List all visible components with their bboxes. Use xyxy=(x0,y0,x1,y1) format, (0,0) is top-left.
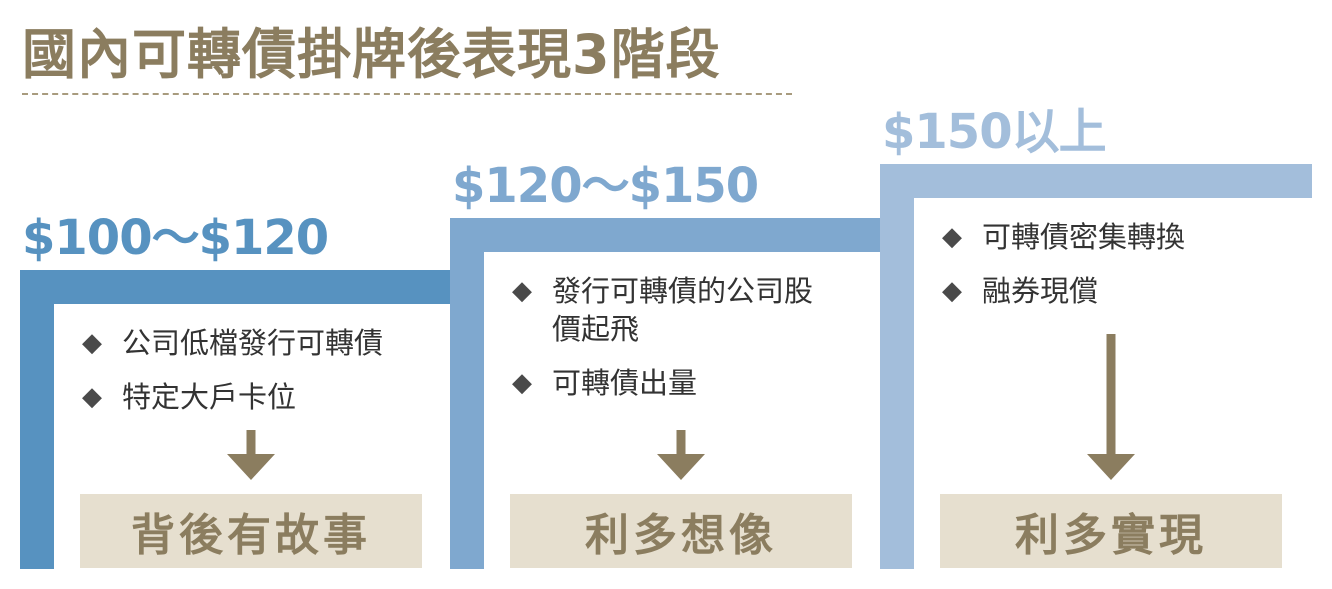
diamond-bullet-icon: ◆ xyxy=(512,368,532,398)
arrow-shaft xyxy=(676,430,686,458)
diamond-bullet-icon: ◆ xyxy=(82,382,102,412)
bullet-text: 特定大戶卡位 xyxy=(122,380,297,414)
page-title: 國內可轉債掛牌後表現3階段 xyxy=(22,23,721,86)
stage1-bracket-top-bar xyxy=(20,270,452,304)
arrow-shaft xyxy=(246,430,256,458)
list-item: ◆ 可轉債出量 xyxy=(512,356,813,410)
stage3-result-box: 利多實現 xyxy=(940,494,1282,568)
bullet-text: 可轉債出量 xyxy=(552,366,698,400)
stage2-price-label: $120～$150 xyxy=(452,158,759,214)
stage3-bracket-top-bar xyxy=(880,164,1312,198)
stage3-bracket-left-bar xyxy=(880,164,914,569)
stage2-bullet-list: ◆ 發行可轉債的公司股 價起飛 ◆ 可轉債出量 xyxy=(512,264,813,410)
stage2-step-bracket xyxy=(450,218,882,569)
stage3-price-label: $150以上 xyxy=(882,104,1107,160)
list-item: ◆ 特定大戶卡位 xyxy=(82,370,383,424)
list-item: ◆ 融券現償 xyxy=(942,264,1185,318)
stage2-result-box: 利多想像 xyxy=(510,494,852,568)
stage3-step-bracket xyxy=(880,164,1312,569)
diamond-bullet-icon: ◆ xyxy=(942,222,962,252)
arrow-shaft xyxy=(1106,334,1116,458)
arrow-head xyxy=(1087,454,1135,480)
list-item: ◆ 公司低檔發行可轉債 xyxy=(82,316,383,370)
stage2-bracket-left-bar xyxy=(450,218,484,569)
stage1-step-bracket xyxy=(20,270,452,569)
stage3-down-arrow-icon xyxy=(1086,334,1136,480)
list-item: ◆ 發行可轉債的公司股 價起飛 xyxy=(512,264,813,348)
stage1-bullet-list: ◆ 公司低檔發行可轉債 ◆ 特定大戶卡位 xyxy=(82,316,383,424)
bullet-text: 融券現償 xyxy=(982,274,1099,308)
list-item: ◆ 可轉債密集轉換 xyxy=(942,210,1185,264)
stage1-price-label: $100～$120 xyxy=(22,210,329,266)
stage1-result-box: 背後有故事 xyxy=(80,494,422,568)
title-divider xyxy=(22,93,792,95)
bullet-text: 可轉債密集轉換 xyxy=(982,220,1186,254)
stage2-bracket-top-bar xyxy=(450,218,882,252)
stage3-bullet-list: ◆ 可轉債密集轉換 ◆ 融券現償 xyxy=(942,210,1185,318)
stage1-bracket-left-bar xyxy=(20,270,54,569)
diamond-bullet-icon: ◆ xyxy=(512,276,532,306)
arrow-head xyxy=(227,454,275,480)
diamond-bullet-icon: ◆ xyxy=(82,328,102,358)
bullet-text: 公司低檔發行可轉債 xyxy=(122,326,384,360)
arrow-head xyxy=(657,454,705,480)
diamond-bullet-icon: ◆ xyxy=(942,276,962,306)
stage2-down-arrow-icon xyxy=(656,430,706,480)
stage1-down-arrow-icon xyxy=(226,430,276,480)
bullet-text: 發行可轉債的公司股 價起飛 xyxy=(552,274,814,346)
